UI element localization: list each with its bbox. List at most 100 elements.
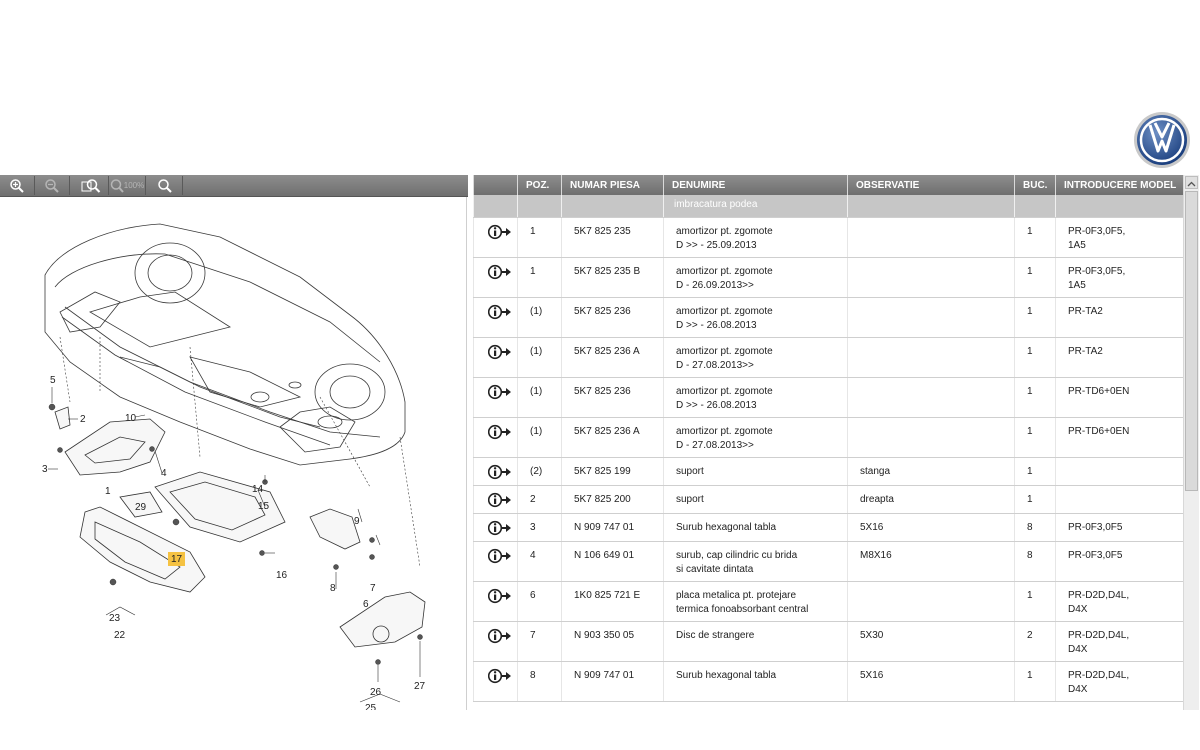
callout-label: 14 bbox=[252, 484, 264, 495]
callout-label: 25 bbox=[365, 703, 377, 710]
cell-buc: 1 bbox=[1014, 417, 1056, 458]
denumire-line-2: D - 26.09.2013>> bbox=[676, 280, 754, 291]
callout-label: 5 bbox=[50, 375, 56, 386]
cell-observatie bbox=[847, 581, 1015, 622]
cell-introducere-model: PR-D2D,D4L,D4X bbox=[1055, 621, 1183, 662]
chevron-up-icon bbox=[1187, 181, 1196, 187]
cell-buc: 8 bbox=[1014, 513, 1056, 542]
column-header-denumire[interactable]: DENUMIRE bbox=[663, 175, 848, 195]
vw-logo bbox=[1134, 112, 1190, 168]
zoom-out-button[interactable] bbox=[35, 176, 70, 195]
cell-numar-piesa: 5K7 825 199 bbox=[561, 457, 664, 486]
cell-buc: 1 bbox=[1014, 581, 1056, 622]
info-button[interactable] bbox=[473, 485, 518, 514]
column-header-buc[interactable]: BUC. bbox=[1014, 175, 1056, 195]
magnifier-plus-icon bbox=[10, 178, 24, 193]
info-arrow-icon bbox=[488, 464, 511, 480]
cell-introducere-model: PR-D2D,D4L,D4X bbox=[1055, 581, 1183, 622]
cell-introducere-model: PR-TD6+0EN bbox=[1055, 377, 1183, 418]
denumire-line-1: Surub hexagonal tabla bbox=[676, 670, 777, 681]
zoom-fit-button[interactable] bbox=[74, 176, 109, 195]
search-icon bbox=[158, 178, 172, 193]
info-button[interactable] bbox=[473, 337, 518, 378]
callout-label: 9 bbox=[354, 516, 360, 527]
cell-poz: 2 bbox=[517, 485, 562, 514]
cell-poz: (1) bbox=[517, 297, 562, 338]
model-line-2: 1A5 bbox=[1068, 280, 1086, 291]
info-button[interactable] bbox=[473, 457, 518, 486]
cell-poz: 1 bbox=[517, 257, 562, 298]
cell-buc: 1 bbox=[1014, 485, 1056, 514]
column-header-poz[interactable]: POZ. bbox=[517, 175, 562, 195]
zoom-100-button[interactable]: 100% bbox=[109, 176, 146, 195]
zoom-100-label: 100% bbox=[123, 181, 145, 190]
callout-label: 27 bbox=[414, 681, 426, 692]
magnifier-icon bbox=[110, 178, 124, 193]
info-button[interactable] bbox=[473, 217, 518, 258]
callout-label: 15 bbox=[258, 501, 270, 512]
cell-buc: 1 bbox=[1014, 457, 1056, 486]
info-button[interactable] bbox=[473, 581, 518, 622]
cell-observatie: dreapta bbox=[847, 485, 1015, 514]
exploded-parts-diagram[interactable]: 5 2 10 3 4 1 14 15 29 16 9 17 8 7 6 23 2… bbox=[0, 197, 466, 710]
magnifier-fit-icon bbox=[81, 178, 101, 193]
magnifier-minus-icon bbox=[45, 178, 59, 193]
cell-introducere-model: PR-0F3,0F5,1A5 bbox=[1055, 257, 1183, 298]
info-arrow-icon bbox=[488, 224, 511, 240]
cell-numar-piesa: N 909 747 01 bbox=[561, 661, 664, 702]
cell-numar-piesa: 5K7 825 236 bbox=[561, 297, 664, 338]
info-button[interactable] bbox=[473, 417, 518, 458]
part-1-shield bbox=[64, 418, 166, 476]
diagram-frame: 5 2 10 3 4 1 14 15 29 16 9 17 8 7 6 23 2… bbox=[0, 197, 467, 710]
info-button[interactable] bbox=[473, 513, 518, 542]
model-line-1: PR-TD6+0EN bbox=[1068, 426, 1130, 437]
model-line-1: PR-0F3,0F5 bbox=[1068, 522, 1123, 533]
denumire-line-1: Disc de strangere bbox=[676, 630, 755, 641]
info-arrow-icon bbox=[488, 492, 511, 508]
model-line-2: D4X bbox=[1068, 684, 1088, 695]
search-button[interactable] bbox=[148, 176, 183, 195]
zoom-in-button[interactable] bbox=[0, 176, 35, 195]
column-header-introducere-model[interactable]: INTRODUCERE MODEL bbox=[1055, 175, 1183, 195]
info-button[interactable] bbox=[473, 621, 518, 662]
column-header-observatie[interactable]: OBSERVATIE bbox=[847, 175, 1015, 195]
callout-label: 7 bbox=[370, 583, 376, 594]
cell-observatie: M8X16 bbox=[847, 541, 1015, 582]
cell-introducere-model: PR-0F3,0F5 bbox=[1055, 513, 1183, 542]
cell-poz: 4 bbox=[517, 541, 562, 582]
cell-introducere-model: PR-TA2 bbox=[1055, 297, 1183, 338]
cell-buc: 1 bbox=[1014, 257, 1056, 298]
info-button[interactable] bbox=[473, 257, 518, 298]
table-scrollbar[interactable] bbox=[1183, 175, 1199, 710]
info-button[interactable] bbox=[473, 377, 518, 418]
callout-label: 2 bbox=[80, 414, 86, 425]
info-button[interactable] bbox=[473, 297, 518, 338]
denumire-line-1: amortizor pt. zgomote bbox=[676, 346, 773, 357]
info-button[interactable] bbox=[473, 541, 518, 582]
scroll-thumb[interactable] bbox=[1185, 191, 1198, 491]
cell-denumire: suport bbox=[663, 485, 848, 514]
scroll-up-button[interactable] bbox=[1185, 176, 1198, 189]
cell-observatie bbox=[847, 297, 1015, 338]
denumire-line-1: amortizor pt. zgomote bbox=[676, 426, 773, 437]
column-header-numar-piesa[interactable]: NUMAR PIESA bbox=[561, 175, 664, 195]
info-button[interactable] bbox=[473, 661, 518, 702]
